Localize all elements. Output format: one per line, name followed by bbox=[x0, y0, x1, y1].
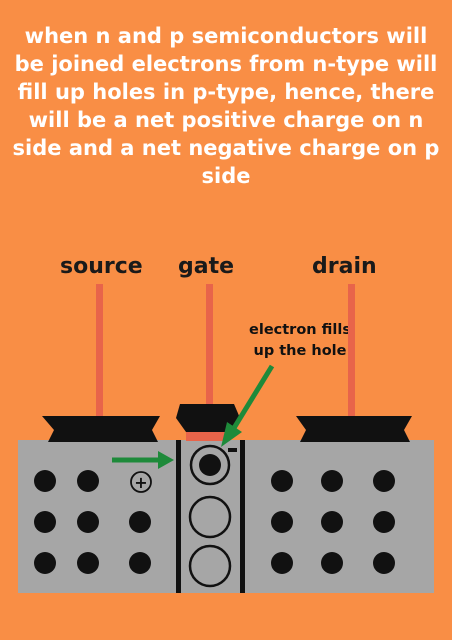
positive-charge-symbol bbox=[130, 471, 152, 493]
fill-hole-arrow-head bbox=[221, 422, 242, 447]
electron bbox=[373, 552, 395, 574]
electron bbox=[77, 552, 99, 574]
electron bbox=[34, 470, 56, 492]
electron-fills-hole-note: electron fills up the hole bbox=[249, 322, 351, 359]
source-region-electrons bbox=[34, 470, 151, 574]
electron bbox=[34, 511, 56, 533]
fill-hole-arrow bbox=[221, 364, 275, 447]
channel-right-boundary bbox=[240, 440, 245, 593]
electron-in-hole bbox=[199, 454, 221, 476]
caption-text: when n and p semiconductors will be join… bbox=[12, 24, 440, 188]
source-lead bbox=[96, 284, 103, 420]
gate-contact bbox=[176, 404, 240, 432]
electron-flow-arrow bbox=[112, 451, 174, 469]
positive-charge-sign: + bbox=[134, 473, 147, 492]
electron bbox=[271, 552, 293, 574]
electron bbox=[373, 511, 395, 533]
electron bbox=[321, 511, 343, 533]
drain-label: drain bbox=[312, 254, 377, 279]
drain-region-electrons bbox=[271, 470, 395, 574]
channel-left-boundary bbox=[176, 440, 181, 593]
hole bbox=[188, 544, 232, 588]
hole bbox=[188, 495, 232, 539]
electron bbox=[321, 552, 343, 574]
gate-lead bbox=[206, 284, 213, 404]
source-contact bbox=[42, 416, 160, 442]
drain-contact bbox=[296, 416, 412, 442]
hole bbox=[189, 444, 231, 486]
negative-charge-mark bbox=[228, 448, 237, 452]
electron bbox=[321, 470, 343, 492]
electron bbox=[271, 511, 293, 533]
fill-hole-arrow-shaft bbox=[231, 364, 275, 430]
electron-flow-arrow-head bbox=[158, 451, 174, 469]
gate-label: gate bbox=[178, 254, 235, 279]
electron bbox=[77, 470, 99, 492]
electron bbox=[271, 470, 293, 492]
electron bbox=[129, 552, 151, 574]
electron bbox=[34, 552, 56, 574]
electron bbox=[373, 470, 395, 492]
drain-lead bbox=[348, 284, 355, 420]
source-label: source bbox=[60, 254, 143, 279]
electron bbox=[129, 511, 151, 533]
electron bbox=[77, 511, 99, 533]
